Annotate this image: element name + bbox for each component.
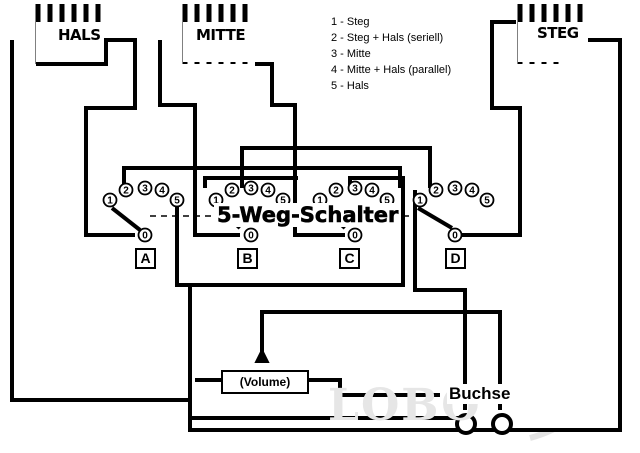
lug-position-3: 3 — [352, 184, 358, 195]
lug-position-3-ring — [137, 180, 153, 196]
lug-position-2: 2 — [123, 186, 129, 197]
legend-item: 4 - Mitte + Hals (parallel) — [331, 64, 452, 76]
lug-common-ring — [447, 227, 463, 243]
lug-common: 0 — [352, 231, 358, 242]
lug-position-1-ring — [412, 192, 428, 208]
volume-arrow-icon — [254, 347, 270, 363]
lug-position-2-ring — [428, 182, 444, 198]
lug-position-3: 3 — [452, 184, 458, 195]
lug-position-1: 1 — [213, 196, 219, 207]
switch-title: 5-Weg-Schalter — [214, 203, 402, 227]
lug-position-4: 4 — [369, 186, 375, 197]
lug-position-1: 1 — [417, 196, 423, 207]
lug-position-5-ring — [169, 192, 185, 208]
lug-common-ring — [137, 227, 153, 243]
lug-position-5: 5 — [484, 196, 490, 207]
lug-position-3-ring — [447, 180, 463, 196]
lug-position-2: 2 — [229, 186, 235, 197]
lug-position-5: 5 — [384, 196, 390, 207]
lug-position-4-ring — [364, 182, 380, 198]
lug-position-5: 5 — [174, 196, 180, 207]
lug-position-1: 1 — [107, 196, 113, 207]
pickup-label-mitte: MITTE — [196, 26, 246, 44]
lug-position-1-ring — [102, 192, 118, 208]
volume-pot: (Volume) — [221, 370, 309, 394]
legend: 1 - Steg 2 - Steg + Hals (seriell) 3 - M… — [331, 14, 451, 94]
lug-position-3: 3 — [142, 184, 148, 195]
lug-position-3: 3 — [248, 184, 254, 195]
lug-position-5-ring — [479, 192, 495, 208]
lug-position-4: 4 — [265, 186, 271, 197]
lug-position-2-ring — [118, 182, 134, 198]
lug-position-4-ring — [260, 182, 276, 198]
lug-position-3-ring — [243, 180, 259, 196]
jack-label: Buchse — [447, 384, 513, 404]
lug-common-ring — [347, 227, 363, 243]
lug-position-2-ring — [328, 182, 344, 198]
lug-position-4-ring — [154, 182, 170, 198]
lug-position-4: 4 — [469, 186, 475, 197]
lug-common: 0 — [452, 231, 458, 242]
lug-position-4: 4 — [159, 186, 165, 197]
legend-item: 3 - Mitte — [331, 48, 371, 60]
deck-label-b: B — [237, 248, 258, 269]
jack-terminals — [455, 413, 513, 435]
jack-sleeve-terminal — [491, 413, 513, 435]
lug-common-ring — [243, 227, 259, 243]
pickup-label-hals: HALS — [58, 26, 101, 44]
lug-position-2: 2 — [333, 186, 339, 197]
deck-label-d: D — [445, 248, 466, 269]
legend-item: 2 - Steg + Hals (seriell) — [331, 32, 444, 44]
lug-position-1: 1 — [317, 196, 323, 207]
lug-position-2: 2 — [433, 186, 439, 197]
deck-label-a: A — [135, 248, 156, 269]
jack-tip-terminal — [455, 413, 477, 435]
lug-position-2-ring — [224, 182, 240, 198]
pickup-hals — [10, 4, 215, 402]
lug-position-5: 5 — [280, 196, 286, 207]
lug-position-4-ring — [464, 182, 480, 198]
deck-label-c: C — [339, 248, 360, 269]
pickup-label-steg: STEG — [537, 24, 579, 42]
lug-position-3-ring — [347, 180, 363, 196]
lug-common: 0 — [142, 231, 148, 242]
legend-item: 1 - Steg — [331, 16, 370, 28]
legend-item: 5 - Hals — [331, 80, 369, 92]
lug-common: 0 — [248, 231, 254, 242]
